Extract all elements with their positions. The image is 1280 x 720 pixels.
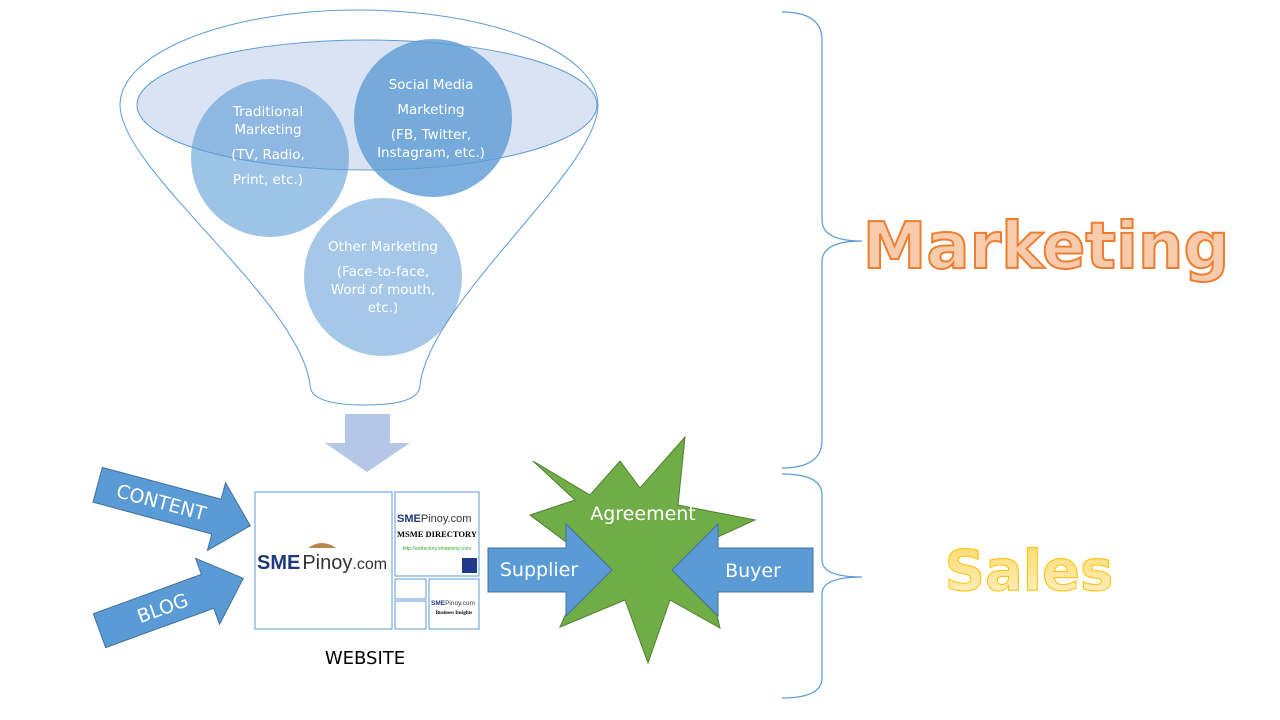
buyer-arrow: Buyer [671,522,814,618]
supplier-label: Supplier [500,559,578,581]
content-arrow: CONTENT [92,466,251,552]
traditional-line-4: Print, etc.) [233,172,303,188]
other-line-3: Word of mouth, [331,282,435,298]
circle-social-media-marketing [354,39,512,197]
buyer-label: Buyer [725,560,781,582]
directory-url: http://edirectory.smepinoy.com/ [403,546,472,552]
sales-title: Sales [945,539,1114,604]
circle-traditional-marketing [191,79,349,237]
down-arrow [325,414,410,472]
blog-arrow: BLOG [92,557,244,649]
traditional-line-2: Marketing [234,122,301,138]
directory-title: MSME DIRECTORY [397,529,477,539]
other-line-4: etc.) [368,300,399,316]
insights-title: Business Insights [436,611,473,616]
supplier-arrow: Supplier [487,522,613,618]
logo-directory: SMEPinoy.com [397,513,471,525]
sales-brace [781,473,863,699]
circle-other-marketing [304,198,462,356]
marketing-title: Marketing [863,210,1230,284]
other-line-2: (Face-to-face, [337,264,429,280]
social-line-1: Social Media [389,77,474,93]
logo-insights: SMEPinoy.com [431,600,475,607]
website-label: WEBSITE [325,648,405,669]
traditional-line-3: (TV, Radio, [231,147,305,163]
marketing-brace [781,11,863,469]
social-line-3: (FB, Twitter, [391,127,471,143]
traditional-line-1: Traditional [232,104,303,120]
social-line-4: Instagram, etc.) [377,145,485,161]
other-line-1: Other Marketing [328,239,438,255]
agreement-label: Agreement [590,503,696,525]
social-line-2: Marketing [397,102,464,118]
